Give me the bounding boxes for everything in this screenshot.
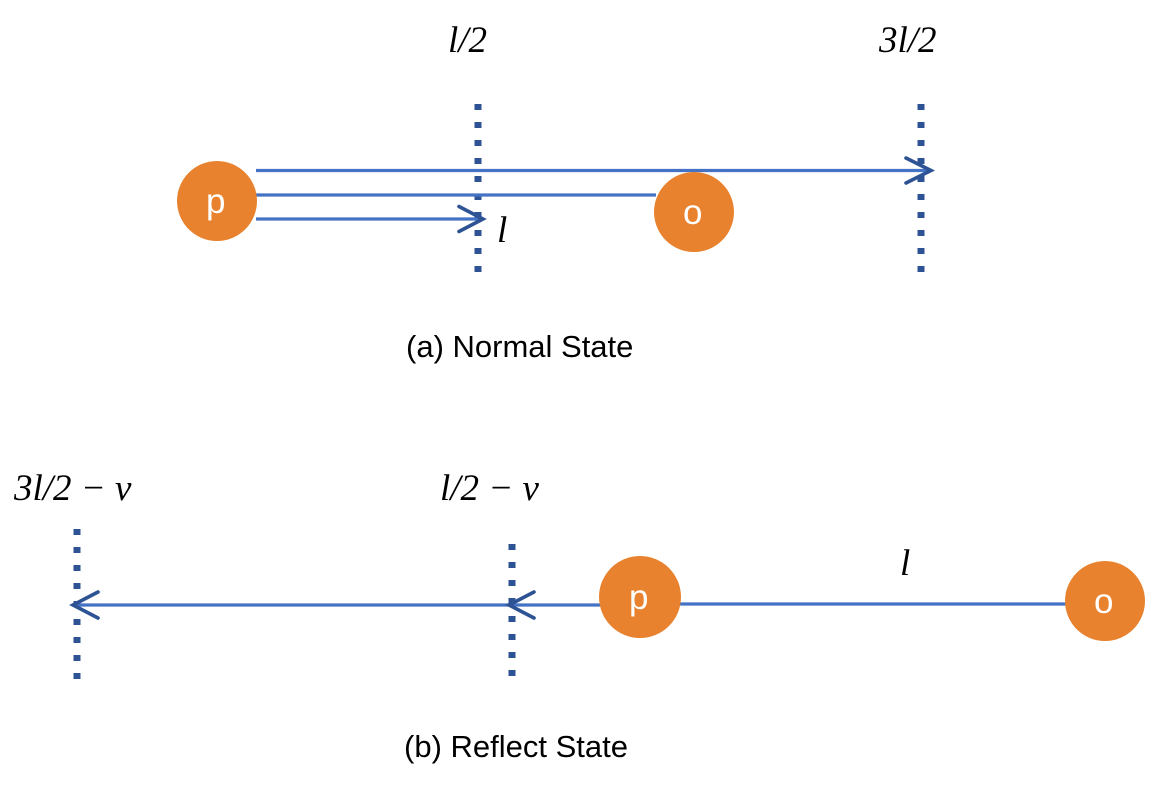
label-l-panel-b-text: l — [900, 543, 911, 584]
caption-panel-a: (a) Normal State — [406, 331, 633, 362]
node-p-panel-b-label: p — [629, 580, 648, 615]
node-p-panel-a-label: p — [206, 184, 225, 219]
node-o-panel-a — [654, 172, 734, 252]
label-three-half-l-minus-v-text: 3l/2 − v — [14, 468, 132, 509]
arrow-p-to-half-l — [256, 204, 487, 234]
node-p-panel-b — [599, 556, 681, 638]
node-p-panel-a — [177, 161, 257, 241]
label-three-half-l: 3l/2 — [879, 22, 937, 59]
caption-panel-b-text: (b) Reflect State — [404, 729, 628, 764]
label-half-l: l/2 — [448, 22, 487, 59]
node-o-panel-b-letter: o — [1094, 582, 1114, 621]
node-p-panel-b-letter: p — [629, 578, 649, 617]
node-o-panel-a-letter: o — [683, 193, 703, 232]
label-l-panel-a: l — [497, 212, 507, 249]
arrow-p-to-half-l-minus-v — [505, 590, 602, 620]
arrow-to-three-half-l-minus-v — [69, 590, 512, 620]
node-o-panel-a-label: o — [683, 195, 702, 230]
label-half-l-minus-v: l/2 − v — [440, 470, 539, 507]
label-l-panel-a-text: l — [497, 210, 508, 251]
label-l-panel-b: l — [900, 545, 910, 582]
label-three-half-l-minus-v: 3l/2 − v — [14, 470, 131, 507]
node-o-panel-b — [1065, 561, 1145, 641]
caption-panel-a-text: (a) Normal State — [406, 329, 634, 364]
node-o-panel-b-label: o — [1094, 584, 1113, 619]
label-half-l-minus-v-text: l/2 − v — [440, 468, 539, 509]
label-half-l-text: l/2 — [448, 20, 488, 61]
node-p-panel-a-letter: p — [206, 182, 226, 221]
label-three-half-l-text: 3l/2 — [879, 20, 937, 61]
arrow-p-to-three-half-l — [256, 156, 936, 185]
caption-panel-b: (b) Reflect State — [404, 731, 628, 762]
